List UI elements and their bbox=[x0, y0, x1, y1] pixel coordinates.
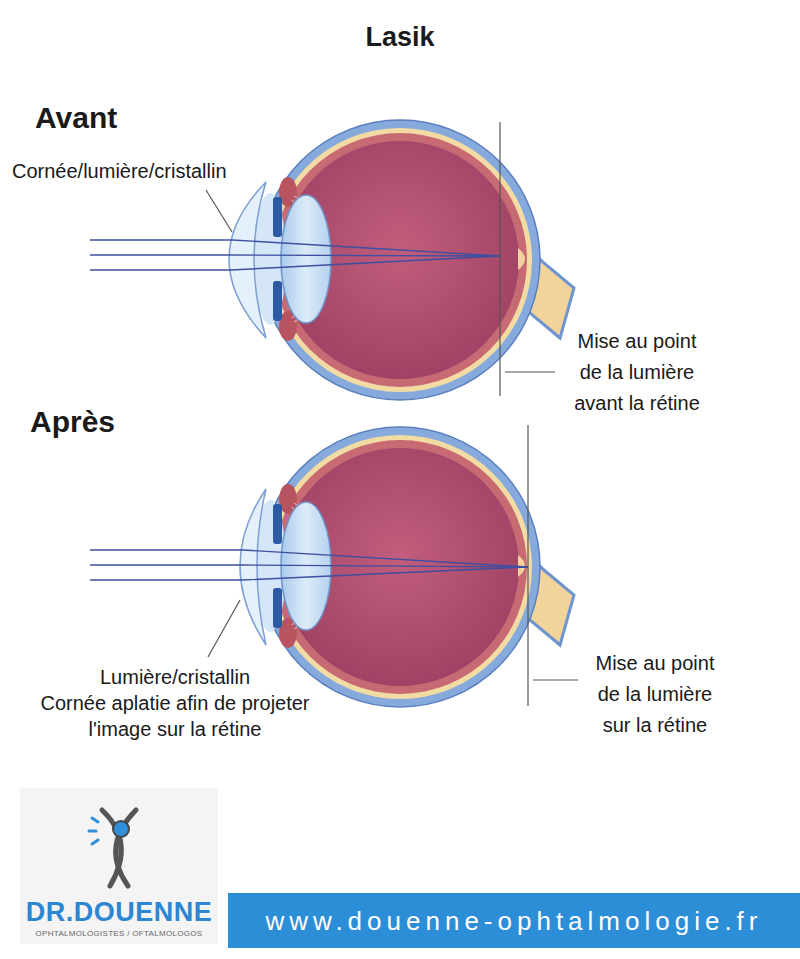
label-holder: Lumière/cristallin bbox=[45, 664, 305, 690]
logo-figure bbox=[89, 810, 136, 886]
brand-subtitle: OPHTALMOLOGISTES / OFTALMOLOGOS bbox=[36, 928, 203, 939]
section-heading: Après bbox=[30, 404, 230, 440]
brand-name: DR.DOUENNE bbox=[26, 897, 213, 928]
diagram-title: Lasik bbox=[0, 20, 800, 54]
logo-ground bbox=[20, 788, 218, 944]
logo-box: DR.DOUENNEOPHTALMOLOGISTES / OFTALMOLOGO… bbox=[20, 788, 218, 944]
leader-line bbox=[206, 190, 232, 232]
leader-line bbox=[208, 600, 240, 657]
focus-line bbox=[499, 122, 500, 396]
url-text: www.douenne-ophtalmologie.fr bbox=[266, 905, 763, 937]
cornea bbox=[229, 182, 266, 338]
title-holder: Lasik bbox=[0, 20, 800, 54]
section-heading: Avant bbox=[35, 100, 235, 136]
label-holder: Cornée/lumière/cristallin bbox=[12, 158, 274, 184]
part-label: Cornée aplatie afin de projeter l'image … bbox=[25, 690, 325, 742]
leader-line bbox=[533, 679, 578, 680]
label-holder: Cornée aplatie afin de projeter l'image … bbox=[25, 690, 325, 742]
part-label: Lumière/cristallin bbox=[45, 664, 305, 690]
focus-note: Mise au point de la lumière sur la rétin… bbox=[585, 648, 725, 741]
focus-line bbox=[527, 425, 528, 706]
light-rays bbox=[90, 550, 528, 580]
part-label: Cornée/lumière/cristallin bbox=[12, 158, 274, 184]
url-banner: www.douenne-ophtalmologie.fr bbox=[228, 893, 800, 948]
label-holder: Après bbox=[30, 404, 230, 440]
leader-line bbox=[505, 371, 555, 372]
focus-note: Mise au point de la lumière avant la rét… bbox=[567, 326, 707, 419]
label-holder: Avant bbox=[35, 100, 235, 136]
label-holder: Mise au point de la lumière avant la rét… bbox=[567, 326, 707, 419]
flattened-cornea bbox=[240, 489, 266, 645]
light-rays bbox=[90, 240, 500, 270]
label-holder: Mise au point de la lumière sur la rétin… bbox=[585, 648, 725, 741]
